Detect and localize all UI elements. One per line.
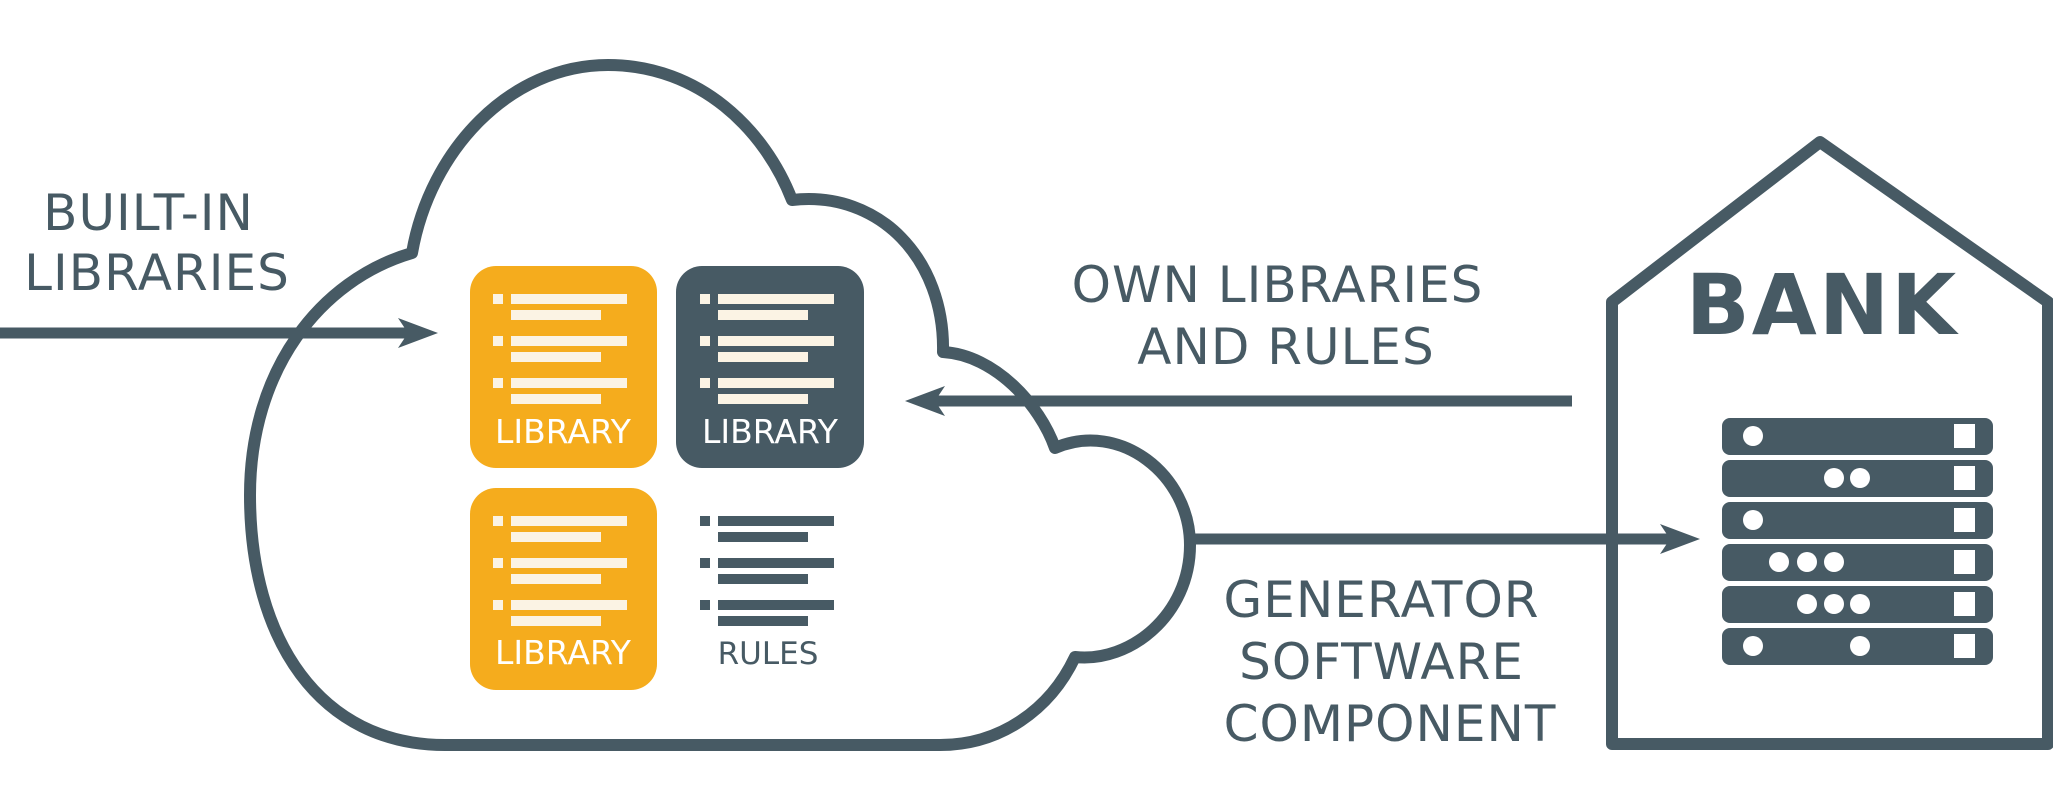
list-icon bbox=[700, 516, 834, 626]
list-icon bbox=[493, 294, 627, 404]
built-in-label: BUILT-IN LIBRARIES bbox=[24, 184, 290, 302]
own-libraries-label-line2: AND RULES bbox=[1137, 318, 1435, 376]
generator-arrow bbox=[1190, 524, 1700, 554]
server-unit bbox=[1722, 502, 1993, 539]
own-libraries-label-line1: OWN LIBRARIES bbox=[1072, 256, 1484, 314]
rules-card: RULES bbox=[700, 516, 834, 672]
server-unit bbox=[1722, 544, 1993, 581]
generator-label-line3: COMPONENT bbox=[1224, 695, 1557, 753]
server-unit bbox=[1722, 628, 1993, 665]
list-icon bbox=[493, 516, 627, 626]
library-card-3: LIBRARY bbox=[470, 488, 657, 690]
library-card-1: LIBRARY bbox=[470, 266, 657, 468]
server-rack-icon bbox=[1722, 418, 1993, 665]
server-unit bbox=[1722, 460, 1993, 497]
generator-label-line2: SOFTWARE bbox=[1239, 633, 1524, 691]
own-libraries-arrow bbox=[905, 386, 1572, 416]
built-in-arrow bbox=[0, 318, 438, 348]
bank-building-outline bbox=[1606, 136, 2053, 750]
bank-title: BANK bbox=[1686, 256, 1959, 354]
library-card-label: LIBRARY bbox=[702, 412, 839, 451]
built-in-label-line1: BUILT-IN bbox=[43, 184, 254, 242]
server-unit bbox=[1722, 418, 1993, 455]
rules-label: RULES bbox=[718, 636, 819, 672]
list-icon bbox=[700, 294, 834, 404]
server-unit bbox=[1722, 586, 1993, 623]
own-libraries-label: OWN LIBRARIES AND RULES bbox=[1072, 256, 1501, 376]
built-in-label-line2: LIBRARIES bbox=[24, 244, 290, 302]
library-card-label: LIBRARY bbox=[495, 412, 632, 451]
library-card-2: LIBRARY bbox=[676, 266, 864, 468]
generator-label: GENERATOR SOFTWARE COMPONENT bbox=[1224, 571, 1557, 753]
cloud-outline bbox=[244, 59, 1196, 751]
generator-label-line1: GENERATOR bbox=[1224, 571, 1540, 629]
library-card-label: LIBRARY bbox=[495, 633, 632, 672]
